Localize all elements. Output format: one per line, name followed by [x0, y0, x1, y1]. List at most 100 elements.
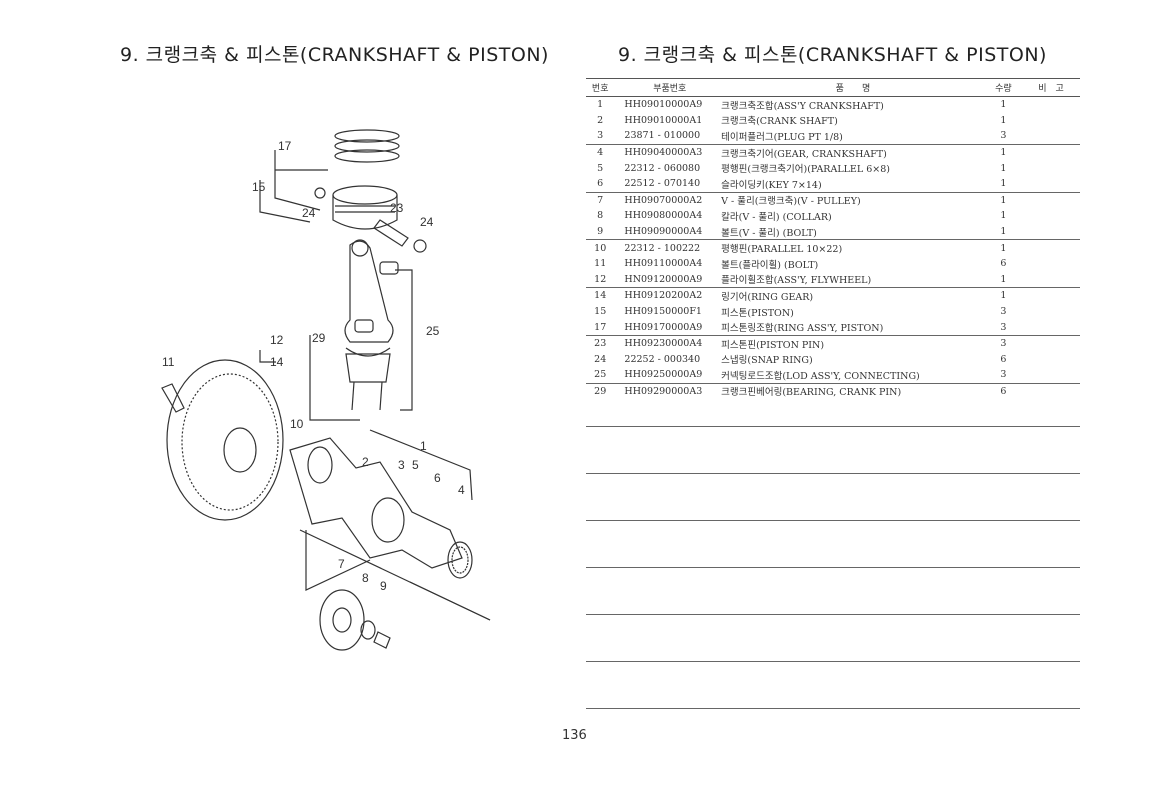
cell-remarks	[1021, 239, 1080, 256]
callout-label: 9	[380, 579, 387, 593]
cell-no: 8	[597, 210, 604, 222]
cell-part-no: 22512 - 070140	[624, 178, 701, 190]
cell-part-no: HH09070000A2	[614, 191, 716, 209]
cell-part-no: 22312 - 060080	[624, 162, 701, 174]
callout-label: 23	[390, 201, 404, 215]
cell-name: 커넥팅로드조합(LOD ASS'Y, CONNECTING)	[721, 370, 920, 382]
cell-no: 2	[597, 114, 604, 126]
cell-part-no: HH09010000A9	[614, 95, 716, 113]
cell-part-no: 23871 - 010000	[624, 130, 701, 142]
cell-qty: 1	[1000, 114, 1007, 126]
cell-qty: 1	[1000, 162, 1007, 174]
callout-label: 1	[420, 439, 427, 453]
exploded-view-drawing	[161, 129, 491, 651]
cell-remarks	[1022, 352, 1080, 368]
cell-qty: 3	[1000, 369, 1007, 381]
callout-label: 5	[412, 458, 419, 472]
cell-remarks	[1021, 287, 1080, 304]
cell-part-no: 22252 - 000340	[624, 353, 701, 365]
cell-part-no: HH09290000A3	[614, 382, 716, 400]
cell-name: 피스톤링조합(RING ASS'Y, PISTON)	[721, 323, 884, 335]
cell-remarks	[1022, 319, 1080, 335]
cell-name: 칼라(V - 풀리) (COLLAR)	[721, 211, 832, 223]
callout-label: 10	[290, 417, 304, 431]
callout-label: 25	[426, 324, 440, 338]
cell-no: 4	[586, 143, 615, 161]
cell-name: 플라이휠조합(ASS'Y, FLYWHEEL)	[721, 275, 872, 287]
cell-qty: 3	[984, 334, 1022, 352]
cell-part-no: HH09080000A4	[624, 210, 703, 222]
cell-qty: 1	[984, 95, 1022, 113]
cell-no: 12	[594, 273, 607, 285]
cell-qty: 6	[1000, 258, 1007, 270]
cell-remarks	[1022, 367, 1080, 383]
cell-name: 슬라이딩키(KEY 7×14)	[721, 179, 822, 191]
cell-qty: 1	[1000, 273, 1007, 285]
cell-remarks	[1021, 334, 1080, 352]
cell-part-no: HH09230000A4	[614, 334, 716, 352]
cell-name: 크랭크핀베어링(BEARING, CRANK PIN)	[715, 382, 985, 400]
cell-name: V - 풀리(크랭크축)(V - PULLEY)	[715, 191, 985, 209]
cell-part-no: HH09110000A4	[624, 258, 703, 270]
cell-no: 5	[597, 162, 604, 174]
blank-rule-line	[586, 567, 1080, 568]
callout-label: 4	[458, 483, 465, 497]
blank-rule-line	[586, 708, 1080, 709]
callout-label: 7	[338, 557, 345, 571]
cell-part-no: HN09120000A9	[624, 273, 703, 285]
cell-part-no: HH09090000A4	[624, 226, 703, 238]
blank-rule-line	[586, 520, 1080, 521]
cell-qty: 1	[984, 191, 1022, 209]
cell-name: 테이퍼플러그(PLUG PT 1/8)	[721, 131, 843, 143]
cell-no: 11	[594, 258, 607, 270]
cell-qty: 6	[984, 382, 1022, 400]
cell-remarks	[1021, 382, 1080, 400]
cell-name: 크랭크축조합(ASS'Y CRANKSHAFT)	[715, 95, 985, 113]
cell-qty: 6	[1000, 353, 1007, 365]
cell-remarks	[1022, 128, 1080, 144]
cell-remarks	[1022, 304, 1080, 320]
cell-name: 크랭크축기어(GEAR, CRANKSHAFT)	[715, 143, 985, 161]
callout-label: 24	[302, 206, 316, 220]
table-row: 8 HH09080000A4 칼라(V - 풀리) (COLLAR) 1	[586, 208, 1080, 224]
callout-label: 2	[362, 455, 369, 469]
table-row: 12 HN09120000A9 플라이휠조합(ASS'Y, FLYWHEEL) 1	[586, 272, 1080, 288]
cell-qty: 1	[1000, 210, 1007, 222]
cell-remarks	[1022, 224, 1080, 240]
callout-label: 6	[434, 471, 441, 485]
cell-remarks	[1022, 256, 1080, 272]
cell-no: 24	[594, 353, 607, 365]
callout-label: 29	[312, 331, 326, 345]
blank-rule-line	[586, 473, 1080, 474]
cell-name: 피스톤(PISTON)	[721, 307, 794, 319]
blank-rule-line	[586, 661, 1080, 662]
cell-remarks	[1021, 95, 1080, 113]
cell-part-no: HH09150000F1	[624, 306, 702, 318]
cell-name: 평행핀(PARALLEL 10×22)	[715, 239, 985, 256]
cell-part-no: HH09120200A2	[614, 287, 716, 304]
cell-part-no: HH09170000A9	[624, 321, 703, 333]
header-no: 번호	[586, 78, 615, 97]
cell-qty: 1	[1000, 178, 1007, 190]
header-name: 품 명	[715, 78, 985, 97]
cell-part-no: HH09250000A9	[624, 369, 703, 381]
cell-qty: 1	[984, 239, 1022, 256]
cell-no: 14	[586, 287, 615, 304]
blank-rule-line	[586, 426, 1080, 427]
cell-name: 볼트(V - 풀리) (BOLT)	[721, 227, 817, 239]
cell-qty: 1	[984, 143, 1022, 161]
cell-remarks	[1022, 208, 1080, 224]
cell-no: 6	[597, 178, 604, 190]
